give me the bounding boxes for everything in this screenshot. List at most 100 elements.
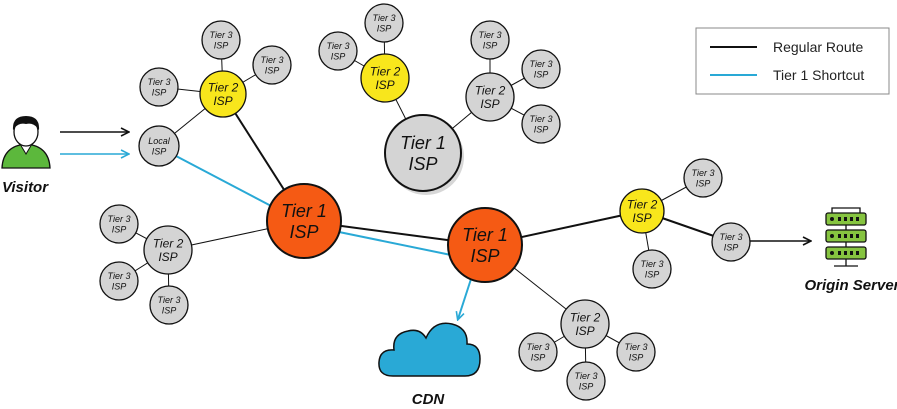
node-label: Tier 3 bbox=[108, 214, 131, 224]
node-label: Tier 3 bbox=[575, 371, 598, 381]
node-circle bbox=[149, 285, 189, 325]
node-circle bbox=[521, 104, 561, 144]
node-circle bbox=[384, 114, 462, 192]
node-label: Tier 3 bbox=[210, 30, 233, 40]
node-circle bbox=[683, 158, 723, 198]
node-circle bbox=[518, 332, 558, 372]
node-label: Tier 3 bbox=[641, 259, 664, 269]
node-label: ISP bbox=[331, 51, 346, 61]
node-circle bbox=[364, 3, 404, 43]
node-label: Tier 1 bbox=[400, 133, 446, 153]
node-label: Tier 3 bbox=[327, 41, 350, 51]
node-label: Tier 3 bbox=[158, 295, 181, 305]
node-label: ISP bbox=[480, 97, 499, 111]
cdn-cloud-icon bbox=[378, 322, 481, 377]
node-circle bbox=[465, 72, 515, 122]
node-circle bbox=[199, 70, 247, 118]
node-label: Tier 3 bbox=[625, 342, 648, 352]
node-label: Tier 2 bbox=[627, 197, 658, 211]
node-circle bbox=[447, 207, 523, 283]
node-label: ISP bbox=[375, 78, 394, 92]
node-label: Tier 3 bbox=[720, 232, 743, 242]
node-label: Tier 3 bbox=[530, 59, 553, 69]
node-label: Tier 3 bbox=[108, 271, 131, 281]
node-circle bbox=[616, 332, 656, 372]
node-label: ISP bbox=[265, 65, 280, 75]
origin-server-icon bbox=[825, 207, 867, 267]
node-label: ISP bbox=[724, 242, 739, 252]
node-circle bbox=[99, 261, 139, 301]
node-circle bbox=[521, 49, 561, 89]
node-circle bbox=[139, 67, 179, 107]
node-label: ISP bbox=[289, 222, 318, 242]
node-label: ISP bbox=[152, 87, 167, 97]
node-circle bbox=[318, 31, 358, 71]
node-label: Tier 2 bbox=[570, 310, 601, 324]
node-circle bbox=[201, 20, 241, 60]
node-circle bbox=[138, 125, 180, 167]
node-label: Tier 2 bbox=[153, 236, 184, 250]
legend-regular-label: Regular Route bbox=[773, 39, 863, 55]
node-label: ISP bbox=[534, 124, 549, 134]
node-label: Tier 3 bbox=[479, 30, 502, 40]
node-label: ISP bbox=[470, 246, 499, 266]
node-label: Tier 3 bbox=[530, 114, 553, 124]
visitor-label: Visitor bbox=[2, 179, 49, 196]
legend: Regular Route Tier 1 Shortcut bbox=[695, 27, 890, 95]
node-circle bbox=[632, 249, 672, 289]
node-label: ISP bbox=[377, 23, 392, 33]
legend-shortcut-label: Tier 1 Shortcut bbox=[773, 67, 864, 83]
origin-server-label: Origin Server bbox=[804, 277, 897, 294]
node-label: Local bbox=[148, 136, 171, 146]
node-circle bbox=[99, 204, 139, 244]
node-label: Tier 2 bbox=[475, 83, 506, 97]
node-label: ISP bbox=[408, 154, 437, 174]
node-label: Tier 3 bbox=[527, 342, 550, 352]
node-label: ISP bbox=[162, 305, 177, 315]
node-label: ISP bbox=[152, 146, 167, 156]
visitor-icon bbox=[1, 116, 51, 169]
node-label: ISP bbox=[696, 178, 711, 188]
node-label: ISP bbox=[632, 211, 651, 225]
node-circle bbox=[470, 20, 510, 60]
node-circle bbox=[266, 183, 342, 259]
node-label: Tier 3 bbox=[148, 77, 171, 87]
cdn-label: CDN bbox=[412, 391, 446, 408]
node-label: ISP bbox=[629, 352, 644, 362]
node-circle bbox=[566, 361, 606, 401]
node-circle bbox=[711, 222, 751, 262]
node-label: ISP bbox=[575, 324, 594, 338]
node-circle bbox=[560, 299, 610, 349]
node-label: Tier 3 bbox=[373, 13, 396, 23]
node-label: Tier 3 bbox=[261, 55, 284, 65]
node-label: ISP bbox=[112, 281, 127, 291]
node-label: Tier 3 bbox=[692, 168, 715, 178]
node-label: Tier 1 bbox=[462, 225, 508, 245]
node-circle bbox=[619, 188, 665, 234]
node-label: ISP bbox=[214, 40, 229, 50]
node-label: ISP bbox=[645, 269, 660, 279]
node-label: ISP bbox=[579, 381, 594, 391]
node-label: Tier 1 bbox=[281, 201, 327, 221]
